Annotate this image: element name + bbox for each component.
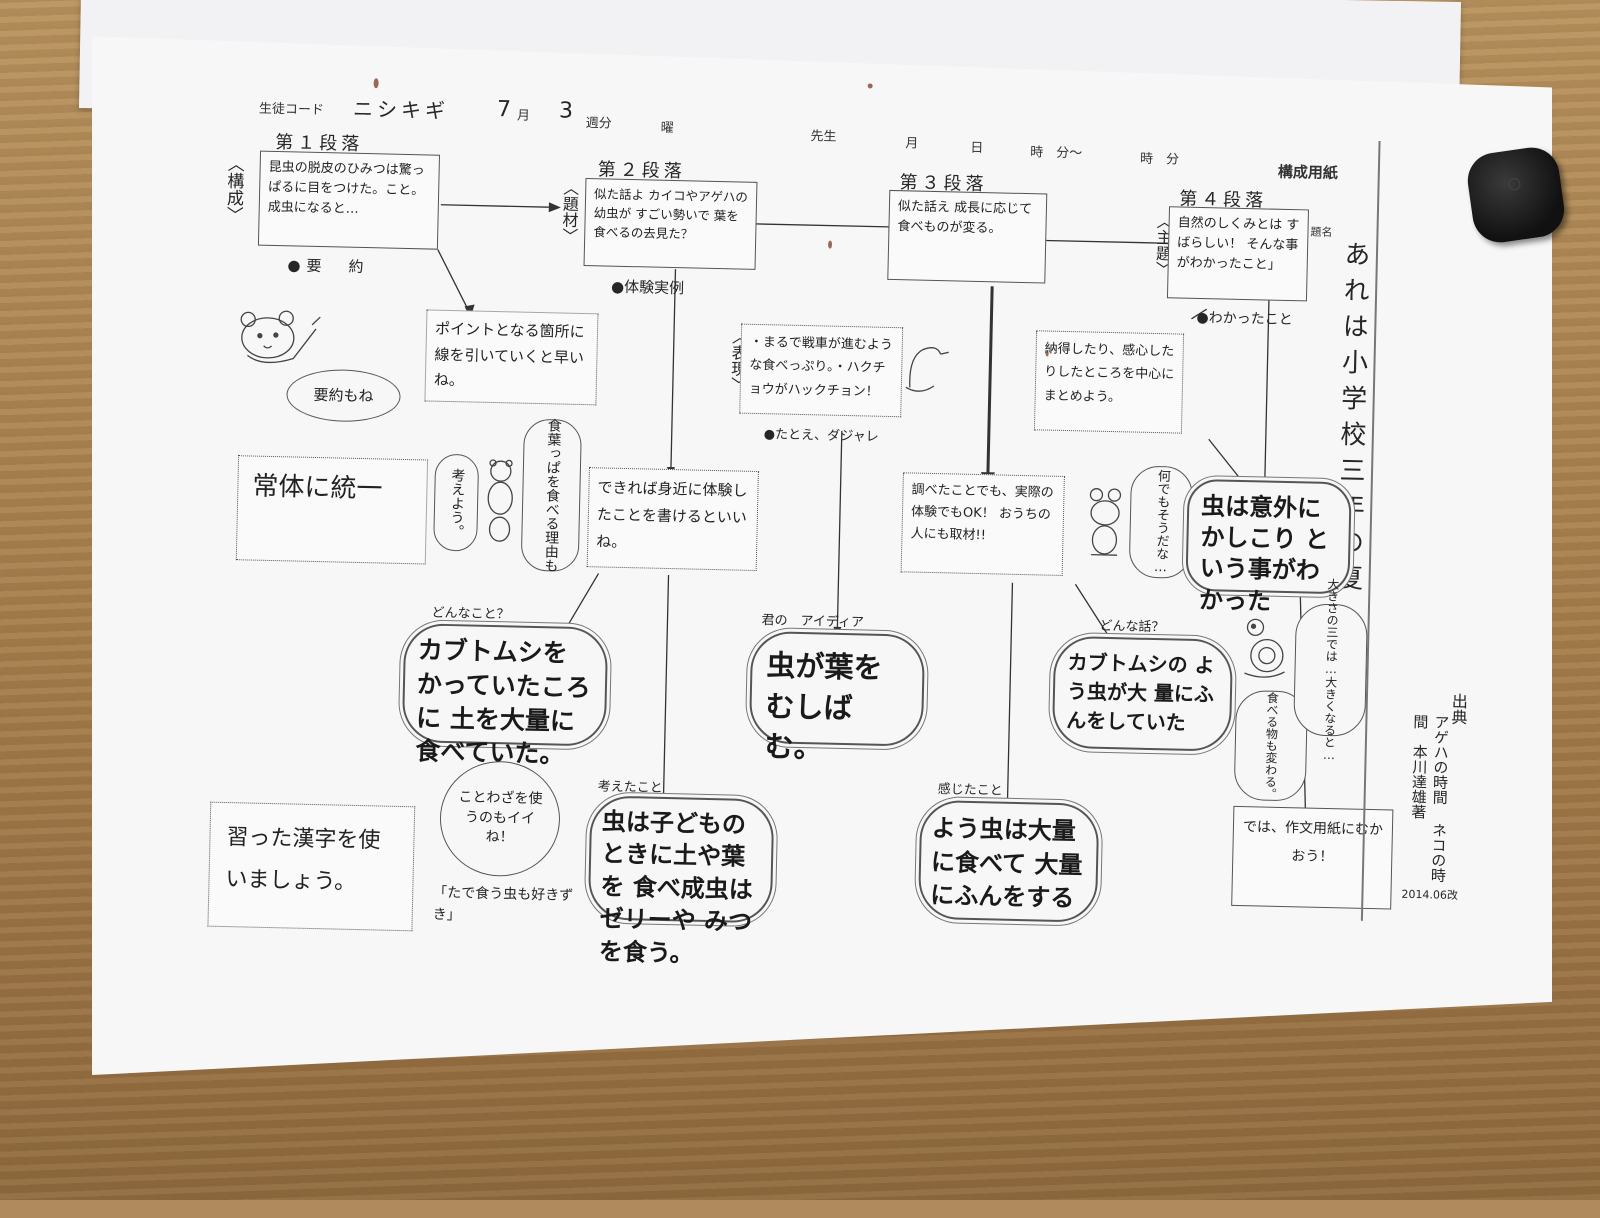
weekday-unit: 曜 bbox=[660, 120, 674, 137]
line-shirabeta-cloud5 bbox=[1006, 582, 1014, 805]
p1-box: 昆虫の脱皮のひみつは驚っぱるに目をつけた。こと。成虫になると… bbox=[257, 150, 441, 250]
p4-tag: ●わかったこと bbox=[1196, 309, 1293, 329]
form-title: 構成用紙 bbox=[1277, 162, 1339, 183]
tip-nattoku-text: 納得したり、感心したりしたところを中心にまとめよう。 bbox=[1043, 341, 1175, 406]
week-unit: 週分 bbox=[585, 116, 612, 132]
tip-shirabeta-text: 調べたことでも、実際の体験でもOK！ おうちの人にも取材!! bbox=[910, 482, 1054, 544]
time-to: 時 分 bbox=[1139, 151, 1180, 168]
tip-shirabeta: 調べたことでも、実際の体験でもOK！ おうちの人にも取材!! bbox=[900, 472, 1065, 576]
cloud-kabutomushi: カブトムシを かっていたころに 土を大量に食べていた。 bbox=[401, 623, 609, 769]
tip-hyougen-text: ・まるで戦車が進むような食べっぷり。・ハクチョウがハックチョン！ bbox=[748, 334, 893, 400]
month-unit: 月 bbox=[516, 108, 531, 124]
cloud-label-kanjitakoto: 感じたこと bbox=[937, 782, 1003, 799]
stain-3 bbox=[827, 240, 833, 249]
bubble-taberumono-text: 食べる物も変わる。 bbox=[1262, 691, 1280, 800]
line-dekireba-cloud4 bbox=[662, 574, 670, 805]
stain-2 bbox=[867, 83, 873, 89]
cloud-label-kangaetakoto: 考えたこと bbox=[597, 779, 663, 796]
time-from: 時 分〜 bbox=[1030, 145, 1083, 162]
bubble-nandemo: 何でもそうだな… bbox=[1128, 465, 1194, 579]
source-text: アゲハの時間 ネコの時間 本川達雄著 bbox=[1409, 713, 1451, 883]
bubble-shokuyou-text: 食葉っぱを食べる理由も bbox=[542, 418, 562, 573]
arrow-p2-p3 bbox=[755, 223, 889, 228]
tip-dekireba: できれば身近に体験したことを書けるといいね。 bbox=[586, 467, 759, 572]
bubble-youyaku-text: 要約もね bbox=[313, 385, 374, 405]
p4-text: 自然のしくみとは すばらしい！ そんな事がわかったこと」 bbox=[1176, 215, 1300, 274]
cloud-youchu: よう虫は大量に食べて 大量にふんをする bbox=[917, 799, 1100, 923]
snail-doodle bbox=[1244, 618, 1285, 678]
source-code: 2014.06改 bbox=[1401, 887, 1459, 903]
tip-tadekuu: 「たで食う虫も好きずき」 bbox=[432, 884, 574, 924]
cloud-label-kimino: 君の アイディア bbox=[761, 613, 865, 631]
bubble-okisa-text: 大きさの三では…大きくなると… bbox=[1321, 577, 1341, 763]
line-hyougen-idea bbox=[836, 430, 843, 629]
tip-hyougen: ・まるで戦車が進むような食べっぷり。・ハクチョウがハックチョン！ bbox=[739, 323, 904, 418]
bubble-kangaeyou: 考えよう。 bbox=[433, 453, 480, 552]
kabutomushi-text: カブトムシを かっていたころに 土を大量に食べていた。 bbox=[415, 635, 592, 769]
arrow-p1-p2 bbox=[440, 204, 549, 208]
bubble-kotowaza-text: ことわざを使うのもイイね！ bbox=[458, 789, 543, 846]
cloud-label-donnakoto: どんなこと？ bbox=[431, 605, 510, 623]
bubble-nandemo-text: 何でもそうだな… bbox=[1152, 469, 1171, 576]
kabuto2-text: カブトムシの よう虫が大 量にふんをしていた bbox=[1066, 650, 1215, 735]
p2-text: 似た話よ カイコやアゲハの幼虫が すごい勢いで 葉を食べるの去見た？ bbox=[593, 186, 749, 241]
tip-point: ポイントとなる箇所に線を引いていくと早いね。 bbox=[424, 309, 599, 406]
label-structure: 〈構成〉 bbox=[222, 154, 244, 224]
tip-dekireba-text: できれば身近に体験したことを書けるといいね。 bbox=[596, 478, 748, 552]
p2-box: 似た話よ カイコやアゲハの幼虫が すごい勢いで 葉を食べるの去見た？ bbox=[583, 178, 758, 270]
bird-doodle bbox=[487, 459, 513, 542]
mushigaha-text: 虫が葉を むしばむ。 bbox=[764, 648, 883, 765]
tip-dewa: では、作文用紙にむかおう！ bbox=[1231, 805, 1394, 910]
student-code-label: 生徒コード bbox=[258, 101, 325, 119]
p1-text: 昆虫の脱皮のひみつは驚っぱるに目をつけた。こと。成虫になると… bbox=[267, 159, 425, 218]
line-p3-shirabeta bbox=[986, 286, 994, 477]
title-label: 題名 bbox=[1310, 225, 1333, 239]
month-value: 7 bbox=[496, 97, 512, 123]
week-value: 3 bbox=[558, 98, 574, 124]
tip-naratta: 習った漢字を使いましょう。 bbox=[207, 801, 416, 932]
swan-doodle bbox=[905, 347, 949, 392]
p2-tag: ●体験実例 bbox=[610, 277, 685, 298]
teacher-unit: 先生 bbox=[810, 129, 837, 145]
youchu-text: よう虫は大量に食べて 大量にふんをする bbox=[930, 814, 1083, 913]
line-p1-point bbox=[437, 249, 470, 311]
tip-joutai-text: 常体に統一 bbox=[252, 471, 383, 505]
student-code-value: ニシキギ bbox=[352, 96, 450, 123]
cloud-kabuto2: カブトムシの よう虫が大 量にふんをしていた bbox=[1051, 635, 1234, 752]
tip-naratta-text: 習った漢字を使いましょう。 bbox=[225, 825, 381, 895]
frog-doodle bbox=[1089, 488, 1122, 556]
tip-joutai: 常体に統一 bbox=[235, 455, 429, 565]
p3-box: 似た話え 成長に応じて食べものが変る。 bbox=[887, 189, 1048, 284]
tip-nattoku: 納得したり、感心したりしたところを中心にまとめよう。 bbox=[1033, 330, 1185, 434]
line-dekireba-cloud1 bbox=[564, 573, 600, 631]
cloud-mushiwa: 虫は子どもの ときに土や葉を 食べ成虫はゼリーや みつを食う。 bbox=[587, 795, 775, 967]
bubble-kangaeyou-text: 考えよう。 bbox=[448, 467, 466, 538]
date-day-unit: 日 bbox=[970, 140, 984, 157]
p3-text: 似た話え 成長に応じて食べものが変る。 bbox=[897, 199, 1033, 237]
stain-1 bbox=[373, 78, 379, 89]
p1-tag: ●要 約 bbox=[287, 256, 370, 277]
date-month-unit: 月 bbox=[905, 136, 919, 152]
bubble-shokuyou: 食葉っぱを食べる理由も bbox=[520, 418, 583, 573]
line-p4-igai bbox=[1263, 300, 1270, 489]
cloud-mushigaha: 虫が葉を むしばむ。 bbox=[748, 630, 926, 765]
mushiwa-text: 虫は子どもの ときに土や葉を 食べ成虫はゼリーや みつを食う。 bbox=[598, 807, 754, 968]
p4-box: 自然のしくみとは すばらしい！ そんな事がわかったこと」 bbox=[1166, 206, 1309, 302]
cloud-label-donnahanashi: どんな話？ bbox=[1099, 618, 1165, 636]
bubble-okisa: 大きさの三では…大きくなると… bbox=[1293, 578, 1369, 762]
label-subject: 〈題材〉 bbox=[559, 179, 580, 244]
line-p2-dekireba bbox=[670, 269, 677, 470]
tip-point-text: ポイントとなる箇所に線を引いていくと早いね。 bbox=[433, 319, 585, 390]
bear-doodle bbox=[240, 310, 321, 364]
tip-tatoe: ●たとえ、ダジャレ bbox=[763, 427, 879, 445]
